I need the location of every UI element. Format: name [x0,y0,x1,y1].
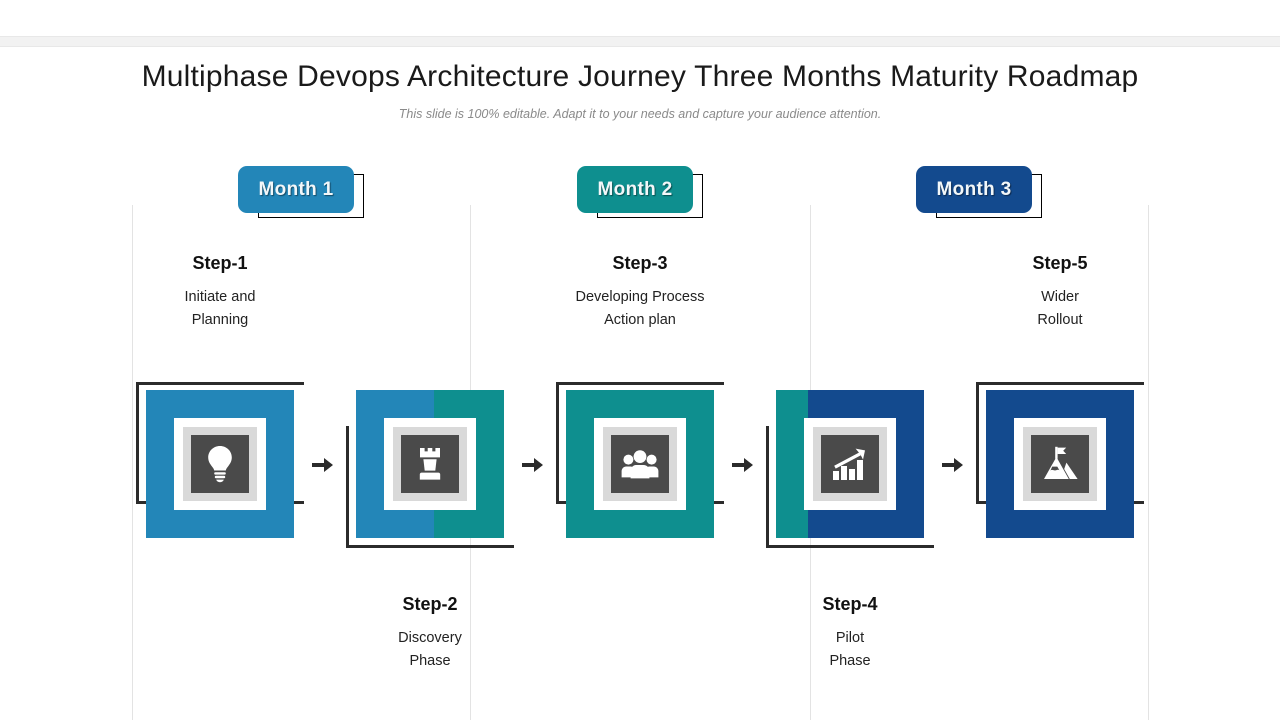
icon-tile-4-frame-dark [821,435,879,493]
column-divider-4 [1148,205,1149,720]
icon-tile-3-colorbox [566,390,714,538]
step-block-1: Step-1 Initiate and Planning [100,253,340,332]
step-1-title: Step-1 [192,253,248,273]
icon-tile-2[interactable] [346,390,514,548]
step-5-description: Wider Rollout [1037,289,1083,328]
step-1-description: Initiate and Planning [184,289,256,328]
month-badge-3[interactable]: Month 3 [916,166,1044,218]
arrow-right-4 [942,457,964,473]
people-group-icon [621,449,659,479]
top-decorative-band [0,36,1280,47]
arrow-right-3 [732,457,754,473]
month-badge-2[interactable]: Month 2 [577,166,705,218]
step-3-title: Step-3 [612,253,668,273]
month-badge-2-label: Month 2 [597,178,673,200]
icon-tile-3-frame-dark [611,435,669,493]
step-3-description: Developing Process Action plan [575,289,705,328]
step-5-title: Step-5 [1032,253,1088,273]
mountain-flag-icon [1041,446,1079,482]
icon-tile-4-frame-gray [813,427,887,501]
icon-tile-1-frame-dark [191,435,249,493]
icon-tile-4-colorbox [776,390,924,538]
column-divider-1 [132,205,133,720]
icon-tile-3-frame-white [594,418,686,510]
icon-tile-5-colorbox [986,390,1134,538]
step-4-title: Step-4 [822,594,878,614]
step-block-3: Step-3 Developing Process Action plan [520,253,760,332]
icon-tile-3[interactable] [556,382,724,538]
step-block-4: Step-4 Pilot Phase [730,594,970,673]
step-block-2: Step-2 Discovery Phase [310,594,550,673]
step-block-5: Step-5 Wider Rollout [940,253,1180,332]
growth-chart-icon [831,447,869,481]
month-badge-2-plate: Month 2 [577,166,693,213]
month-badge-1-plate: Month 1 [238,166,354,213]
icon-tile-2-frame-white [384,418,476,510]
step-2-description: Discovery Phase [398,630,462,669]
icon-tile-3-frame-gray [603,427,677,501]
step-2-title: Step-2 [402,594,458,614]
chess-rook-icon [413,446,447,482]
icon-tile-4[interactable] [766,390,934,548]
icon-tile-2-frame-gray [393,427,467,501]
page-subtitle: This slide is 100% editable. Adapt it to… [398,107,882,121]
arrow-right-2 [522,457,544,473]
month-badge-3-plate: Month 3 [916,166,1032,213]
icon-tile-2-colorbox [356,390,504,538]
icon-tile-1[interactable] [136,382,304,538]
icon-tile-2-frame-dark [401,435,459,493]
icon-tile-5-frame-white [1014,418,1106,510]
month-badge-1[interactable]: Month 1 [238,166,366,218]
step-4-description: Pilot Phase [829,630,871,669]
icon-tile-5-frame-gray [1023,427,1097,501]
icon-tile-1-frame-white [174,418,266,510]
month-badge-3-label: Month 3 [936,178,1012,200]
icon-tile-1-colorbox [146,390,294,538]
icon-tile-4-fill-left [776,390,808,538]
icon-tile-5[interactable] [976,382,1144,538]
icon-tile-4-frame-white [804,418,896,510]
month-badge-1-label: Month 1 [258,178,334,200]
icon-tile-5-frame-dark [1031,435,1089,493]
lightbulb-icon [203,445,237,483]
arrow-right-1 [312,457,334,473]
page-title: Multiphase Devops Architecture Journey T… [141,60,1139,93]
icon-tile-1-frame-gray [183,427,257,501]
